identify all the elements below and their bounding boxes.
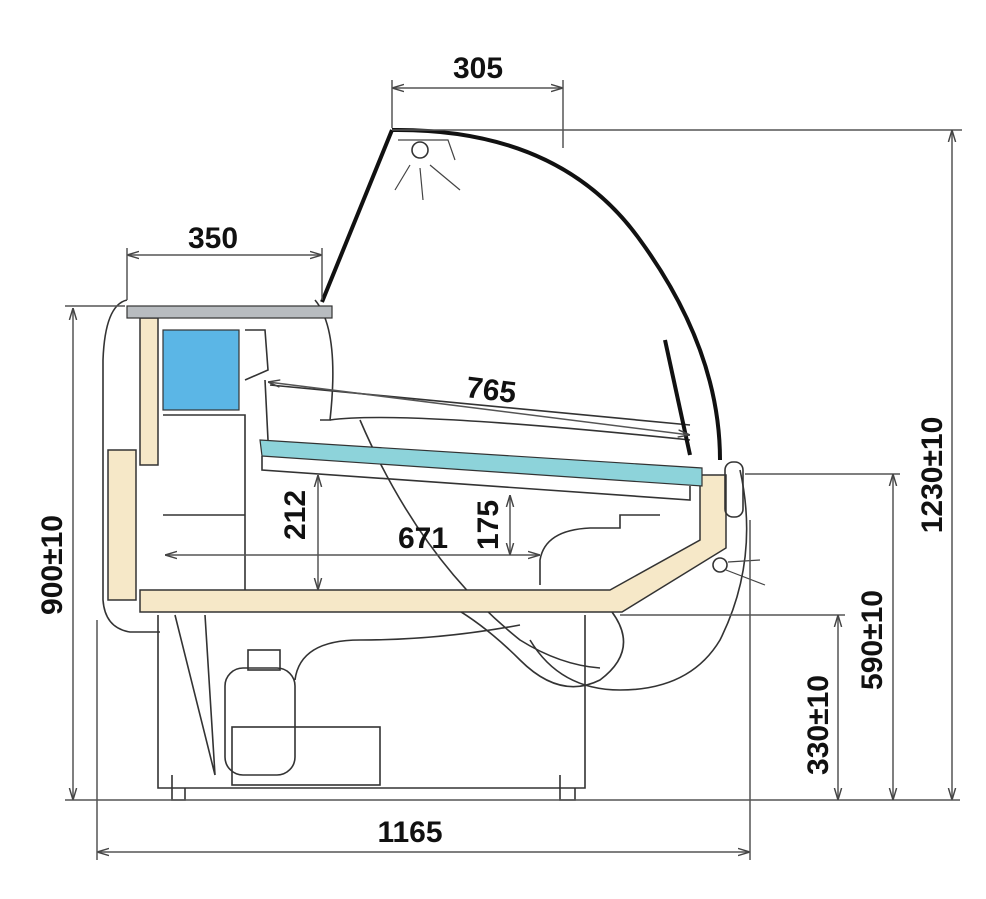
dim-counter-depth: 350 — [188, 222, 238, 255]
dim-shelf-depth: 765 — [464, 371, 518, 410]
shelf-tray — [261, 456, 691, 501]
pipe-loop — [294, 624, 521, 681]
front-lamp-icon — [712, 557, 728, 573]
inner-panel — [163, 329, 269, 590]
blue-evaporator — [162, 329, 240, 411]
lamp-icon — [411, 141, 429, 159]
dim-base-height: 330±10 — [802, 675, 835, 775]
dim-total-height: 1230±10 — [916, 417, 949, 534]
front-lower-curve — [439, 599, 625, 688]
diagonal-duct — [359, 419, 601, 669]
glass-shelf — [259, 439, 703, 487]
dim-front-height: 590±10 — [856, 590, 889, 690]
rear-panel — [107, 449, 137, 601]
dimension-lines — [65, 80, 962, 860]
front-outer-curve — [529, 469, 748, 691]
drain-pipe — [539, 514, 660, 585]
top-counter — [126, 305, 333, 319]
base-board — [139, 474, 727, 613]
dim-shelf-step: 175 — [472, 500, 505, 550]
dim-top-width: 305 — [453, 52, 503, 85]
compressor-tank — [224, 667, 296, 776]
rear-body-outline — [102, 299, 160, 633]
dim-rear-height: 900±10 — [36, 515, 69, 615]
front-frame — [320, 129, 394, 303]
front-fan — [724, 461, 744, 518]
dim-total-depth: 1165 — [377, 816, 442, 849]
base-outline — [157, 615, 586, 789]
dim-shelf-height: 212 — [279, 490, 312, 540]
dim-base-depth: 671 — [398, 522, 448, 555]
front-light-rays — [725, 559, 766, 586]
curved-glass — [391, 127, 722, 461]
compressor-box — [231, 726, 381, 786]
rear-post — [139, 317, 159, 466]
light-rays — [394, 139, 461, 201]
compressor-top — [247, 649, 281, 671]
